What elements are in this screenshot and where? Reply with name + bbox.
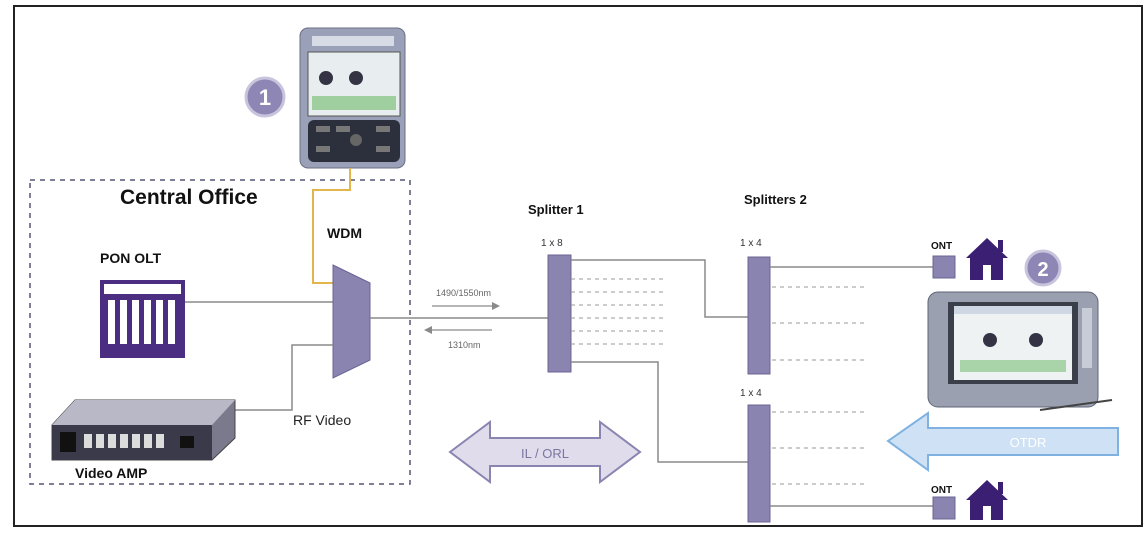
il-orl-arrow [448,420,642,484]
otdr-arrow [886,411,1119,472]
il-orl-label: IL / ORL [521,446,569,461]
central-office-boundary [29,179,411,485]
pon-olt-label: PON OLT [100,250,162,266]
ont-bottom-label: ONT [931,485,952,496]
wdm-label: WDM [327,225,362,241]
callout-1-label: 1 [259,85,271,110]
wdm-monitor-link [312,168,351,284]
test-instrument-2 [927,291,1113,411]
central-office-label: Central Office [120,186,258,209]
rf-video-label: RF Video [293,412,351,428]
splitter1-output-1 [571,259,748,318]
video-amp-icon [51,399,236,461]
ont-top-label: ONT [931,241,952,252]
splitter2b [747,404,771,523]
test-instrument-1 [299,27,406,169]
fiber-rf-video [235,344,333,411]
ont-top [932,255,956,279]
callout-badge-1: 1 [244,76,286,118]
splitter2b-unused-ports [772,411,868,485]
wdm-coupler [332,264,371,379]
splitter1-title: Splitter 1 [528,202,584,217]
video-amp-label: Video AMP [75,465,147,481]
upstream-arrow [424,326,492,334]
ont-bottom [932,496,956,520]
splitter1-ratio: 1 x 8 [541,238,563,249]
home-icon-top [966,238,1008,280]
pon-olt-icon [100,280,185,358]
callout-badge-2: 2 [1024,249,1062,287]
splitter1 [547,254,572,373]
splitter2a-ratio: 1 x 4 [740,238,762,249]
splitter2b-ratio: 1 x 4 [740,388,762,399]
splitter2a-unused-ports [772,286,868,361]
home-icon-bottom [966,480,1008,520]
otdr-label: OTDR [1010,435,1047,450]
upstream-wavelength-label: 1310nm [448,340,481,350]
splitters2-title: Splitters 2 [744,192,807,207]
splitter1-output-8 [571,361,748,463]
callout-2-label: 2 [1037,259,1048,281]
splitter2a [747,256,771,375]
downstream-wavelength-label: 1490/1550nm [436,288,491,298]
downstream-arrow [432,302,500,310]
